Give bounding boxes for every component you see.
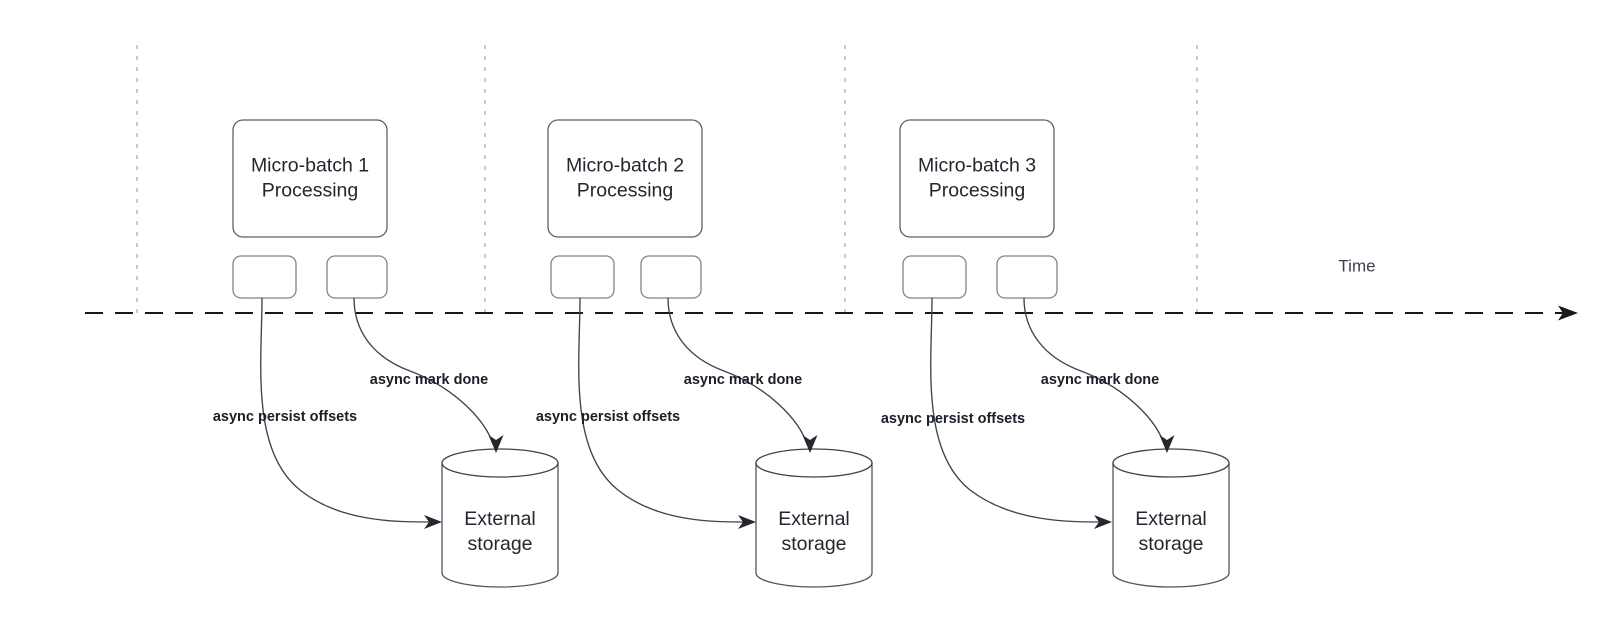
edge-async-persist-offsets-1-path [260, 297, 435, 523]
group-1-storage-cylinder-top [441, 448, 559, 478]
group-1-storage-cylinder-body[interactable] [441, 462, 559, 588]
group-3-storage-label-line2: storage [1138, 533, 1203, 555]
group-3-batch-label-line1: Micro-batch 3 [918, 155, 1036, 177]
group-2-storage-label-line1: External [778, 508, 850, 530]
edge-async-mark-done-3-arrowhead-icon [1159, 435, 1175, 453]
timeline-arrow-icon [1558, 305, 1578, 321]
group-1-storage-label-line1: External [464, 508, 536, 530]
edge-async-mark-done-2-label: async mark done [684, 372, 802, 388]
timeline-axis [85, 305, 1578, 321]
group-3-storage-cylinder-top [1112, 448, 1230, 478]
edge-async-mark-done-3-label: async mark done [1041, 372, 1159, 388]
group-2-storage-label-line2: storage [781, 533, 846, 555]
edge-async-persist-offsets-2-path [578, 297, 749, 523]
group-3-batch-box[interactable] [899, 119, 1055, 238]
group-3-storage-label-line1: External [1135, 508, 1207, 530]
edge-async-mark-done-1-arrowhead-icon [488, 435, 504, 453]
group-2-batch-box[interactable] [547, 119, 703, 238]
group-1-batch-box[interactable] [232, 119, 388, 238]
task-box-mark-2[interactable] [640, 255, 702, 299]
edge-async-mark-done-1-label: async mark done [370, 372, 488, 388]
edge-async-mark-done-2-arrowhead-icon [802, 435, 818, 453]
edge-async-persist-offsets-3-arrowhead-icon [1094, 515, 1112, 529]
edge-async-mark-done-1-path [353, 297, 494, 445]
task-box-mark-3[interactable] [996, 255, 1058, 299]
group-2-storage-cylinder-body[interactable] [755, 462, 873, 588]
group-1-batch-label-line2: Processing [262, 180, 358, 202]
edge-async-mark-done-2-path [667, 297, 808, 445]
group-2-batch-label-line2: Processing [577, 180, 673, 202]
group-1-storage-label-line2: storage [467, 533, 532, 555]
edge-async-persist-offsets-3-path [930, 297, 1105, 523]
group-1-batch-label-line1: Micro-batch 1 [251, 155, 369, 177]
task-box-mark-1[interactable] [326, 255, 388, 299]
timeline-ticks [136, 45, 1198, 313]
group-3-storage-cylinder-body[interactable] [1112, 462, 1230, 588]
group-2-batch-label-line1: Micro-batch 2 [566, 155, 684, 177]
task-box-persist-3[interactable] [902, 255, 967, 299]
group-3-batch-label-line2: Processing [929, 180, 1025, 202]
edge-async-persist-offsets-2-label: async persist offsets [536, 409, 680, 425]
edge-async-persist-offsets-1-arrowhead-icon [424, 515, 442, 529]
edge-async-persist-offsets-2-arrowhead-icon [738, 515, 756, 529]
edge-async-persist-offsets-3-label: async persist offsets [881, 411, 1025, 427]
edge-async-persist-offsets-1-label: async persist offsets [213, 409, 357, 425]
task-box-persist-1[interactable] [232, 255, 297, 299]
task-box-persist-2[interactable] [550, 255, 615, 299]
time-axis-label: Time [1338, 256, 1375, 275]
group-2-storage-cylinder-top [755, 448, 873, 478]
edge-async-mark-done-3-path [1023, 297, 1165, 445]
